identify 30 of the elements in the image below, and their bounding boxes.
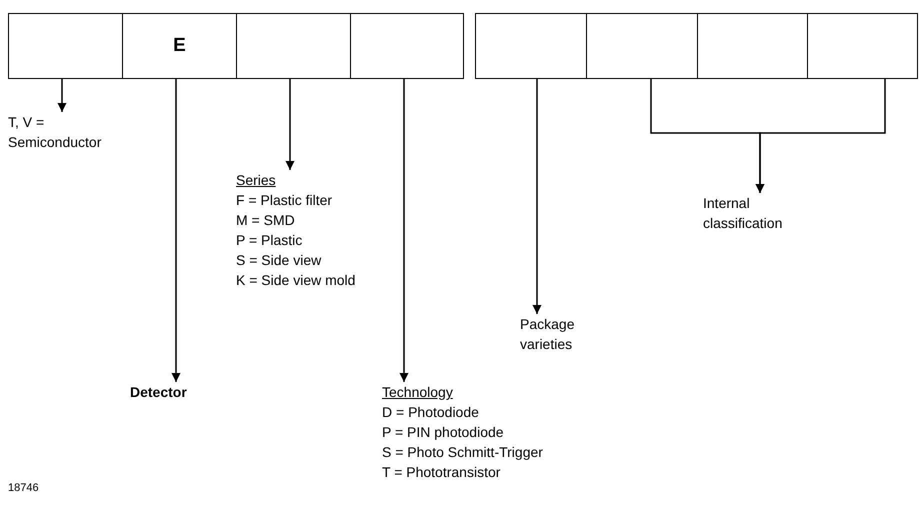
bracket-arrow: [756, 79, 886, 193]
code-option: D = Photodiode: [382, 402, 582, 422]
code-position-box: [807, 13, 918, 79]
arrow: [532, 79, 542, 314]
code-option: K = Side view mold: [236, 270, 406, 290]
arrow: [400, 79, 408, 382]
code-option: S = Photo Schmitt-Trigger: [382, 442, 582, 462]
arrow: [58, 79, 66, 112]
heading: Series: [236, 171, 277, 190]
arrow: [286, 79, 294, 170]
code-option: M = SMD: [236, 210, 406, 230]
code-position-box: [697, 13, 808, 79]
code-position-box: [475, 13, 587, 79]
code-position-box: [350, 13, 464, 79]
code-description: T, V = Semiconductor: [8, 112, 128, 152]
code-position-box: [586, 13, 698, 79]
code-option: P = Plastic: [236, 230, 406, 250]
code-option: P = PIN photodiode: [382, 422, 582, 442]
category-label: Internal classification: [703, 193, 823, 233]
category-label: Package varieties: [520, 314, 610, 354]
code-position-box: [8, 13, 123, 79]
code-position-box: E: [122, 13, 237, 79]
figure-number: 18746: [8, 481, 39, 496]
arrow: [172, 79, 180, 382]
code-option: T = Phototransistor: [382, 462, 582, 482]
category-label: Detector: [130, 382, 230, 402]
code-position-box: [236, 13, 351, 79]
code-option: S = Side view: [236, 250, 406, 270]
heading: Technology: [382, 383, 454, 402]
code-option: F = Plastic filter: [236, 190, 406, 210]
